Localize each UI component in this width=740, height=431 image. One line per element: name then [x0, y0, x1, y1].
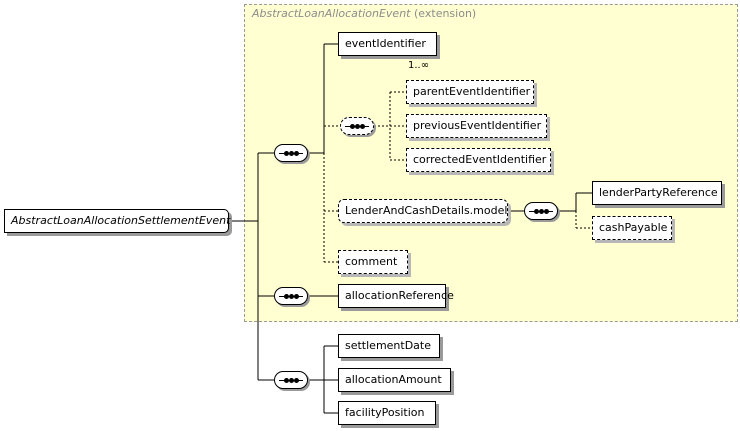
group-lender-and-cash-details-model[interactable]: LenderAndCashDetails.model: [338, 199, 508, 223]
element-lender-party-reference[interactable]: lenderPartyReference: [592, 181, 722, 205]
root-element-abstract-loan-allocation-settlement-event[interactable]: AbstractLoanAllocationSettlementEvent: [4, 209, 230, 233]
optional-sequence-compositor-icon[interactable]: [340, 117, 374, 135]
sequence-compositor-icon[interactable]: [274, 287, 308, 305]
extension-type-name: AbstractLoanAllocationEvent: [252, 7, 411, 20]
sequence-compositor-icon[interactable]: [274, 371, 308, 389]
extension-qualifier: (extension): [414, 7, 477, 20]
element-parent-event-identifier[interactable]: parentEventIdentifier: [406, 80, 534, 104]
element-facility-position[interactable]: facilityPosition: [338, 401, 436, 425]
sequence-compositor-icon[interactable]: [524, 202, 558, 220]
sequence-compositor-icon[interactable]: [274, 144, 308, 162]
extension-title: AbstractLoanAllocationEvent (extension): [252, 7, 476, 20]
element-allocation-amount[interactable]: allocationAmount: [338, 368, 451, 392]
element-settlement-date[interactable]: settlementDate: [338, 334, 440, 358]
event-identifier-cardinality: 1..∞: [408, 60, 430, 71]
element-previous-event-identifier[interactable]: previousEventIdentifier: [406, 114, 547, 138]
element-corrected-event-identifier[interactable]: correctedEventIdentifier: [406, 148, 551, 172]
element-allocation-reference[interactable]: allocationReference: [338, 284, 454, 308]
element-event-identifier[interactable]: eventIdentifier: [338, 32, 437, 56]
element-comment[interactable]: comment: [338, 250, 408, 274]
element-cash-payable[interactable]: cashPayable: [592, 216, 672, 240]
